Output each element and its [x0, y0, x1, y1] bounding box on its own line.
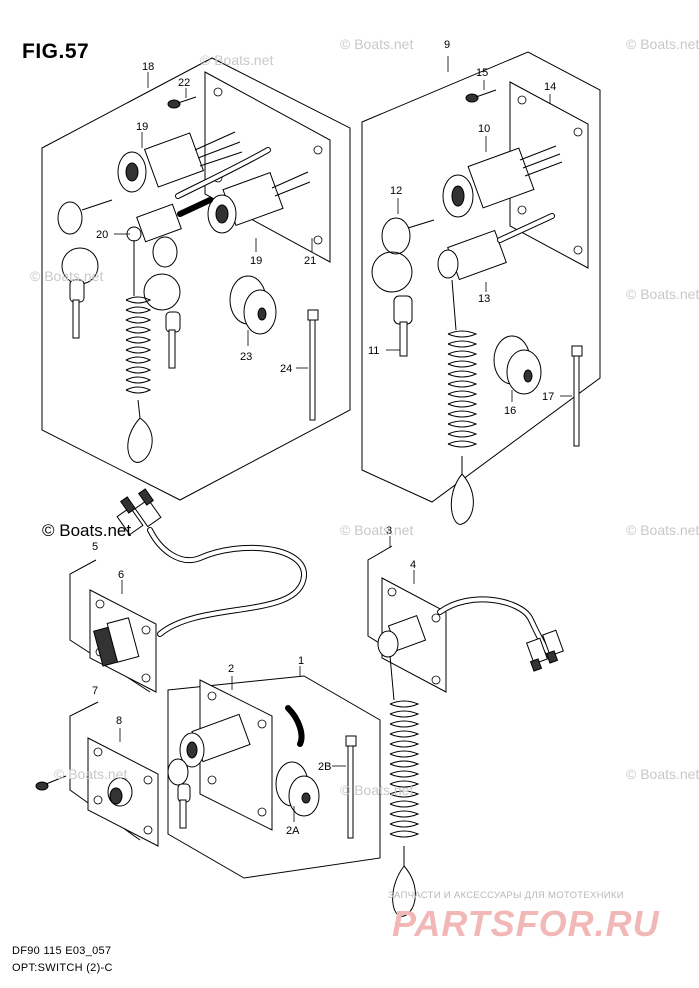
watermark: © Boats.net	[340, 782, 414, 798]
callout-13: 13	[478, 293, 490, 305]
callout-4: 4	[410, 559, 416, 571]
watermark: © Boats.net	[340, 522, 414, 538]
callout-19-upper: 19	[136, 121, 148, 133]
callout-18: 18	[142, 61, 154, 73]
shop-tagline: ЗАПЧАСТИ И АКСЕССУАРЫ ДЛЯ МОТОТЕХНИКИ	[388, 890, 624, 901]
ignition-switch-10	[442, 145, 563, 218]
group-7-assembly	[35, 701, 159, 847]
callout-17: 17	[542, 391, 554, 403]
key-11-12	[371, 217, 435, 357]
group-3-assembly	[367, 536, 564, 917]
coiled-lanyard-9	[447, 279, 478, 525]
stop-switch-4	[377, 615, 427, 658]
watermark: © Boats.net	[626, 522, 699, 538]
callout-23: 23	[240, 351, 252, 363]
callout-19-lower: 19	[250, 255, 262, 267]
switch-19-lower	[207, 171, 311, 234]
callout-5: 5	[92, 541, 98, 553]
ignition-switch-2	[179, 705, 305, 768]
callout-22: 22	[178, 77, 190, 89]
cap-23	[229, 275, 277, 335]
cap-16	[493, 335, 542, 395]
screw-7	[35, 775, 67, 791]
group-5-assembly	[69, 488, 307, 693]
group-18-frame	[41, 57, 351, 501]
callout-16: 16	[504, 405, 516, 417]
connectors-5	[116, 488, 162, 536]
group-9-frame	[361, 51, 601, 503]
callout-24: 24	[280, 363, 292, 375]
group-1-assembly	[167, 666, 381, 879]
group-1-frame	[167, 675, 381, 879]
cap-2a	[275, 761, 320, 817]
callout-12: 12	[390, 185, 402, 197]
ignition-switch-19-upper	[117, 131, 243, 193]
callout-20: 20	[96, 229, 108, 241]
panel-21	[204, 71, 331, 263]
callout-9: 9	[444, 39, 450, 51]
callout-10: 10	[478, 123, 490, 135]
cable-tie-2b	[345, 735, 357, 839]
stop-switch-20	[126, 197, 213, 243]
key-2	[167, 758, 191, 829]
watermark: © Boats.net	[626, 766, 699, 782]
coiled-lanyard-18	[125, 240, 153, 463]
callout-11: 11	[368, 345, 379, 357]
callout-6: 6	[118, 569, 124, 581]
watermark: © Boats.net	[54, 766, 128, 782]
connectors-4	[526, 629, 564, 672]
model-code: DF90 115 E03_057	[12, 945, 112, 957]
shop-logo[interactable]: PARTSFOR.RU	[392, 903, 660, 944]
watermark: © Boats.net	[626, 286, 699, 302]
callout-7: 7	[92, 685, 98, 697]
cable-tie-17	[571, 345, 583, 447]
callout-14: 14	[544, 81, 556, 93]
watermark: © Boats.net	[340, 36, 414, 52]
group-18-assembly	[41, 57, 351, 501]
key-lower-right	[143, 236, 181, 369]
key-upper-left	[57, 199, 113, 339]
screw-15	[465, 89, 497, 103]
callout-2a: 2A	[286, 825, 300, 837]
callout-2: 2	[228, 663, 234, 675]
group-9-assembly	[361, 51, 601, 525]
callout-8: 8	[116, 715, 122, 727]
switch-6	[93, 617, 140, 667]
watermark: © Boats.net	[200, 52, 274, 68]
cable-tie-24	[307, 309, 319, 421]
watermark: © Boats.net	[626, 36, 699, 52]
coiled-lanyard-3	[389, 655, 420, 917]
callout-15: 15	[476, 67, 488, 79]
callout-3: 3	[386, 525, 392, 537]
watermark: © Boats.net	[30, 268, 104, 284]
figure-description: OPT:SWITCH (2)-C	[12, 962, 113, 974]
callout-labels: 18 22 19 20 19 21 23 24 9 15 14 10 12 13…	[92, 39, 556, 837]
callout-21: 21	[304, 255, 316, 267]
stop-switch-13	[437, 213, 555, 281]
switch-8	[107, 777, 133, 807]
watermark-emphasized: © Boats.net	[42, 521, 132, 540]
callout-2b: 2B	[318, 761, 331, 773]
figure-title: FIG.57	[22, 40, 90, 63]
screw-22	[167, 96, 197, 109]
callout-1: 1	[298, 655, 304, 667]
